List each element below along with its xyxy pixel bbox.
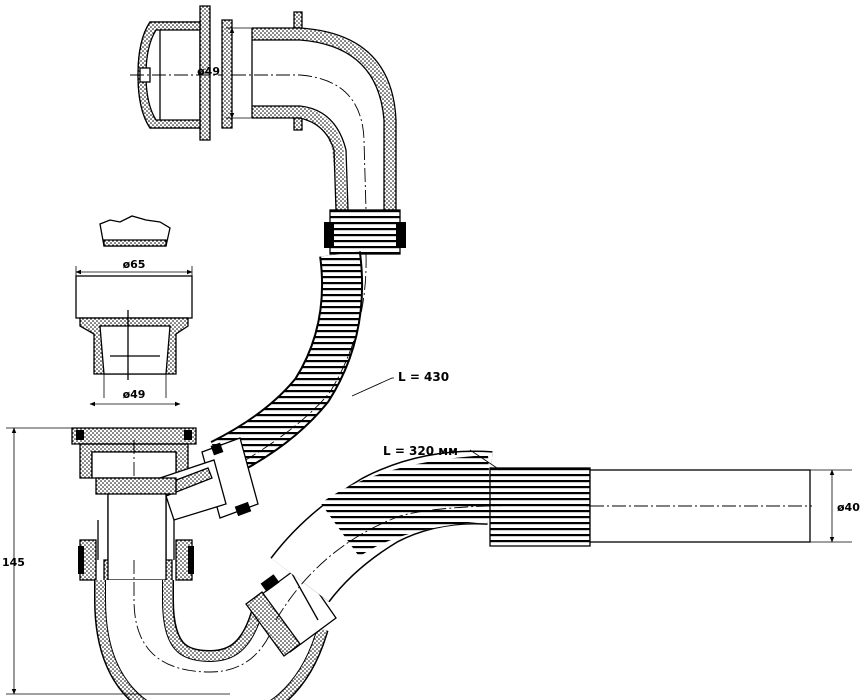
trap-height-dimension: 145 — [2, 427, 230, 695]
upper-hose-length-callout: L = 430 — [351, 370, 449, 397]
upper-corrugated-hose — [201, 209, 406, 519]
drain-cap — [99, 215, 171, 247]
trap-height-label: 145 — [2, 556, 25, 569]
lower-hose-length-label: L = 320 мм — [383, 444, 458, 458]
overflow-cover — [130, 5, 232, 141]
pipe-diameter-dimension: ø40 — [810, 469, 860, 543]
upper-hose-length-label: L = 430 — [398, 370, 449, 384]
drain-plug — [75, 275, 193, 398]
u-bend — [94, 560, 337, 700]
outlet-pipe — [589, 469, 812, 543]
overflow-diameter-label: ø49 — [197, 65, 220, 78]
overflow-diameter-dimension: ø49 — [197, 27, 252, 119]
outlet-diameter-label: ø49 — [123, 388, 146, 401]
pipe-diameter-label: ø40 — [837, 501, 860, 514]
plug-diameter-label: ø65 — [123, 258, 146, 271]
plug-diameter-dimension: ø65 — [75, 258, 193, 276]
trap-body — [71, 427, 227, 591]
lower-corrugated-hose — [270, 450, 601, 621]
lower-hose-length-callout: L = 320 мм — [383, 444, 501, 471]
overflow-elbow — [221, 11, 397, 211]
outlet-diameter-dimension: ø49 — [89, 388, 181, 407]
